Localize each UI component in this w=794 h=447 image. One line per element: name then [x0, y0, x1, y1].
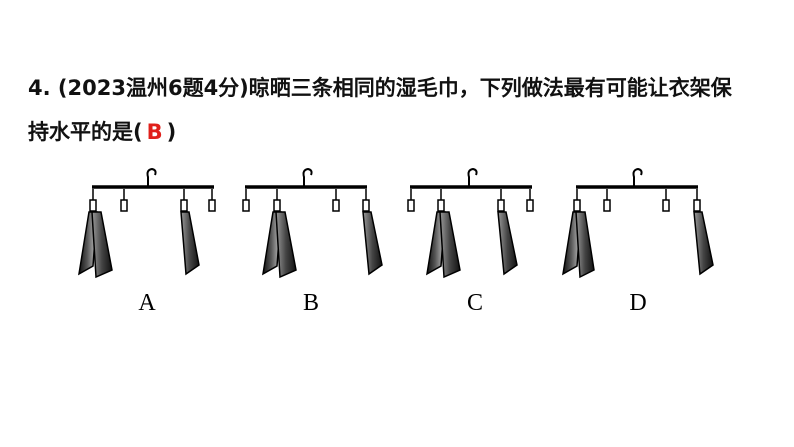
clip-3 [180, 189, 188, 212]
hook-icon [302, 167, 313, 181]
hanger-figure: A B C D [78, 167, 714, 316]
option-label-d: D [629, 290, 646, 316]
hanger-c [407, 167, 534, 279]
question-number: 4. [28, 76, 51, 100]
clip-3 [662, 189, 670, 212]
answer-text: B [146, 120, 163, 144]
towel [693, 211, 714, 276]
clip-3 [332, 189, 340, 212]
hanger-d [562, 167, 714, 279]
clip-2 [603, 189, 611, 212]
question-line1: 晾晒三条相同的湿毛巾，下列做法最有可能让衣架保 [248, 76, 732, 100]
option-label-b: B [303, 290, 319, 316]
question-line2: 持水平的是( [28, 120, 143, 144]
clip-4 [526, 189, 534, 212]
clip-2 [273, 189, 281, 212]
towel [275, 211, 297, 279]
hook-icon [467, 167, 478, 181]
clip-4 [693, 189, 701, 212]
towel [91, 211, 113, 279]
clip-1 [242, 189, 250, 212]
hanger-a [78, 167, 216, 279]
towel [575, 211, 595, 279]
clip-1 [89, 189, 97, 212]
towel [497, 211, 518, 276]
hook-icon [632, 167, 643, 181]
clip-4 [208, 189, 216, 212]
clip-3 [497, 189, 505, 212]
clip-4 [362, 189, 370, 212]
clip-2 [120, 189, 128, 212]
towel [362, 211, 383, 276]
towel [180, 211, 200, 276]
option-label-a: A [138, 290, 156, 316]
option-label-c: C [467, 290, 483, 316]
question-close: ) [166, 120, 177, 144]
question-source: (2023温州6题4分) [57, 76, 249, 100]
clip-1 [407, 189, 415, 212]
towel [439, 211, 461, 279]
clip-2 [437, 189, 445, 212]
hook-icon [146, 167, 157, 181]
question-text: 4. (2023温州6题4分)晾晒三条相同的湿毛巾，下列做法最有可能让衣架保 持… [28, 66, 778, 154]
clip-1 [573, 189, 581, 212]
hanger-b [242, 167, 383, 279]
